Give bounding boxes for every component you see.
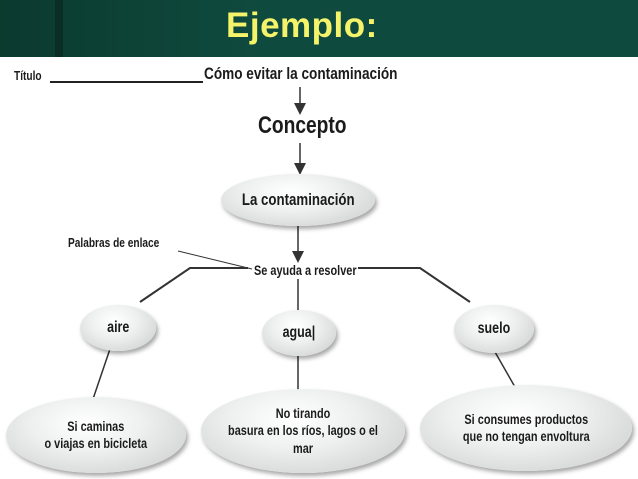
subconcept-oval-aire: aire [80,305,156,351]
palabras-enlace-label: Palabras de enlace [68,235,160,250]
concept-map-connectors [50,81,516,400]
subconcept-oval-agua: agua| [262,310,336,356]
detail-line: No tirando [275,404,331,421]
line-suelo-to-detail [494,351,516,388]
palabras-pointer [177,250,253,270]
main-concept-oval: La contaminación [221,174,375,226]
detail-text: Si consumes productos que no tengan envo… [463,411,590,446]
branch-right [358,267,471,303]
concept-map: Título Cómo evitar la contaminación Conc… [0,57,638,479]
slide-header: Ejemplo: [0,0,638,57]
detail-oval-suelo: Si consumes productos que no tengan envo… [420,385,632,471]
concepto-label: Concepto [258,112,347,139]
detail-oval-aire: Si caminas o viajas en bicicleta [6,397,186,473]
detail-line: o viajas en bicicleta [44,435,148,451]
branch-left [139,267,248,303]
detail-line: basura en los ríos, lagos o el mar [228,422,378,456]
subconcept-label: agua| [282,324,316,341]
subconcept-label: aire [106,319,130,336]
subconcept-oval-suelo: suelo [454,305,534,353]
titulo-label: Título [14,68,42,83]
detail-oval-agua: No tirando basura en los ríos, lagos o e… [201,389,405,473]
detail-line: Si caminas [67,417,125,434]
line-aire-to-detail [92,348,111,400]
detail-line: Si consumes productos [464,410,588,427]
titulo-text: Cómo evitar la contaminación [204,64,398,83]
header-stripe [55,0,63,57]
subconcept-label: suelo [477,320,511,337]
slide-title: Ejemplo: [226,6,378,45]
detail-text: Si caminas o viajas en bicicleta [45,418,148,453]
link-phrase: Se ayuda a resolver [254,262,357,278]
detail-text: No tirando basura en los ríos, lagos o e… [223,405,382,458]
detail-line: que no tengan envoltura [462,428,590,444]
main-concept-label: La contaminación [241,190,355,210]
